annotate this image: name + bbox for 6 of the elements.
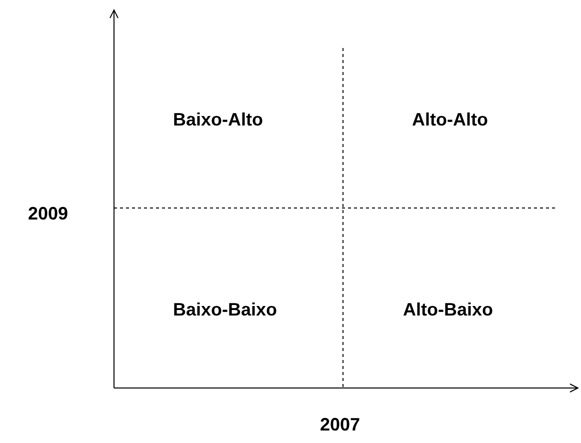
axis-label: 2009 bbox=[28, 204, 68, 224]
quadrant-label: Baixo-Alto bbox=[173, 110, 263, 130]
axis-label: 2007 bbox=[320, 414, 360, 436]
quadrant-label: Alto-Alto bbox=[412, 110, 488, 130]
quadrant-label: Baixo-Baixo bbox=[172, 300, 278, 320]
quadrant-label: Alto-Baixo bbox=[403, 300, 493, 320]
